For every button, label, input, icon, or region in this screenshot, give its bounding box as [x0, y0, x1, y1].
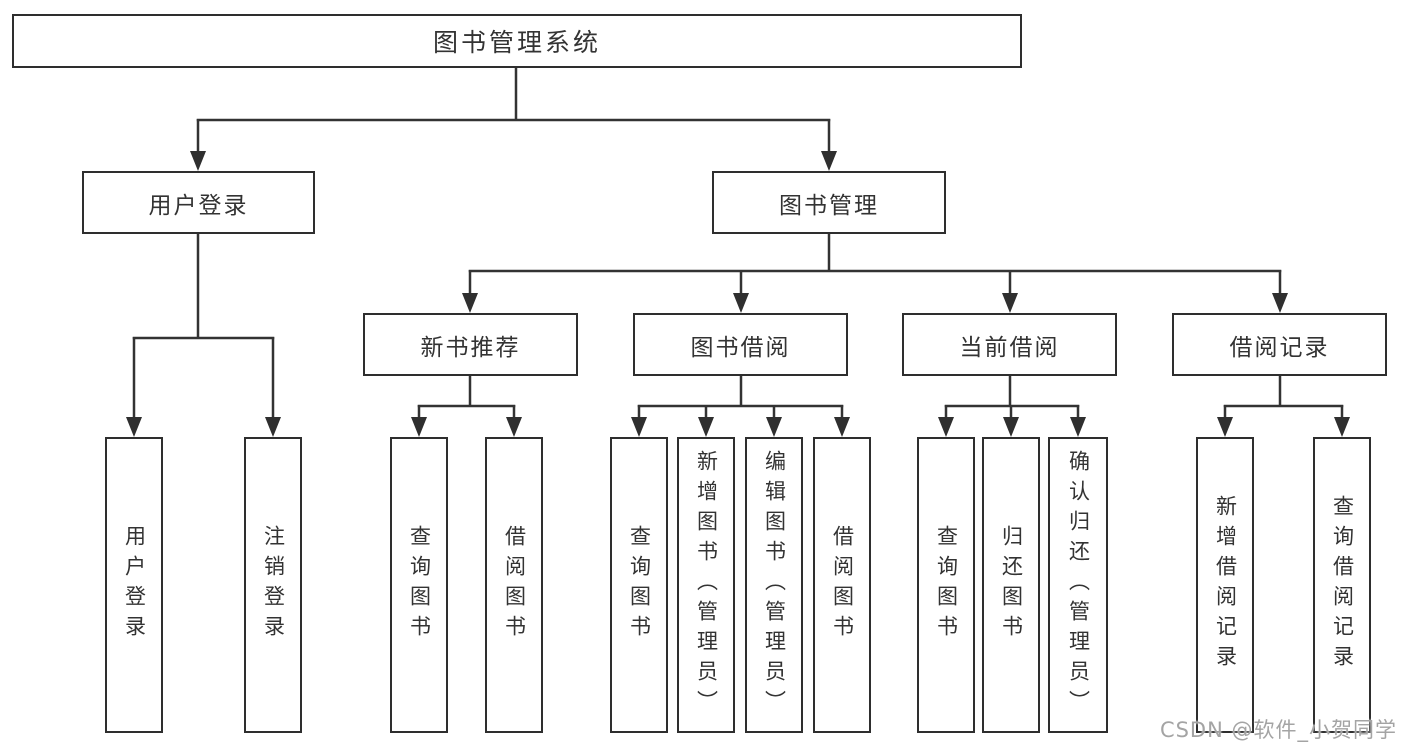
node-user-login: 用户登录	[82, 171, 315, 234]
node-leaf-query-borrow-record: 查询借阅记录	[1313, 437, 1371, 733]
node-root: 图书管理系统	[12, 14, 1022, 68]
node-leaf-query-books-current: 查询图书	[917, 437, 975, 733]
node-current-borrow: 当前借阅	[902, 313, 1117, 376]
node-leaf-query-books-borrow: 查询图书	[610, 437, 668, 733]
node-new-book-recommend: 新书推荐	[363, 313, 578, 376]
node-leaf-borrow-books: 借阅图书	[813, 437, 871, 733]
node-book-management: 图书管理	[712, 171, 946, 234]
node-leaf-query-books-recommend: 查询图书	[390, 437, 448, 733]
csdn-watermark: CSDN @软件_小贺同学	[1159, 718, 1397, 742]
node-leaf-borrow-books-recommend: 借阅图书	[485, 437, 543, 733]
node-leaf-user-login: 用户登录	[105, 437, 163, 733]
node-leaf-confirm-return-admin: 确认归还（管理员）	[1048, 437, 1108, 733]
node-leaf-logout: 注销登录	[244, 437, 302, 733]
node-borrow-records: 借阅记录	[1172, 313, 1387, 376]
node-book-borrow: 图书借阅	[633, 313, 848, 376]
node-leaf-add-borrow-record: 新增借阅记录	[1196, 437, 1254, 733]
node-leaf-edit-book-admin: 编辑图书（管理员）	[745, 437, 803, 733]
node-leaf-add-book-admin: 新增图书（管理员）	[677, 437, 735, 733]
node-leaf-return-books: 归还图书	[982, 437, 1040, 733]
